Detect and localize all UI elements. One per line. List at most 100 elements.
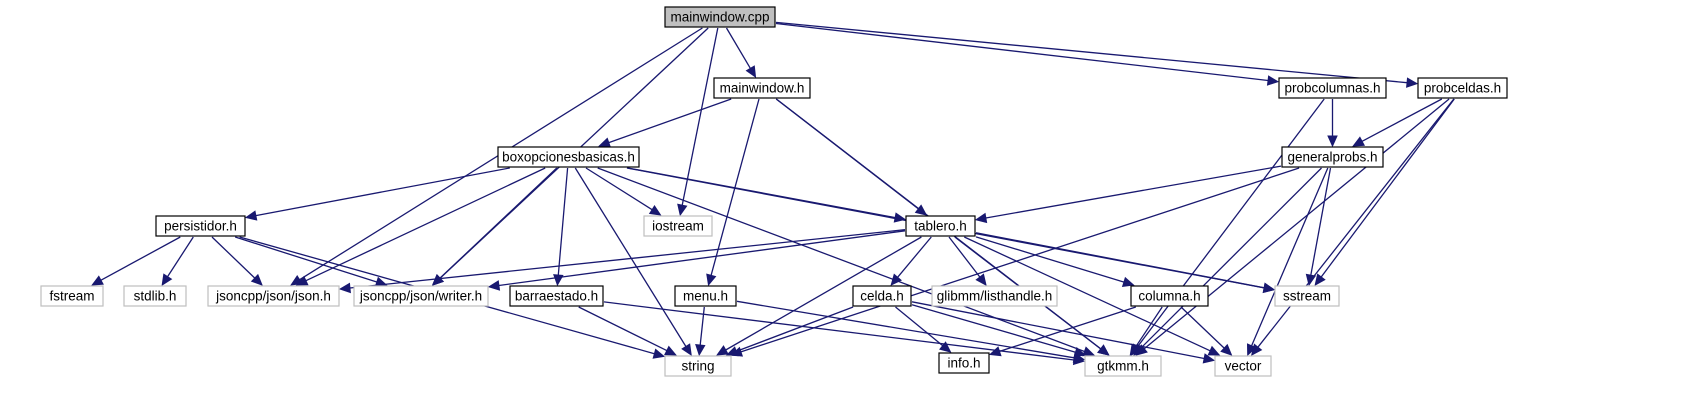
edge-boxopcionesbasicas_h-to-gtkmm_h (597, 167, 1095, 357)
arrowhead-icon (338, 282, 351, 294)
node-label: vector (1225, 359, 1262, 374)
edge-line (211, 236, 256, 279)
edge-line (498, 230, 906, 287)
arrowhead-icon (1246, 343, 1257, 357)
arrowhead-icon (652, 348, 666, 359)
node-box (353, 285, 489, 307)
edge-line (897, 236, 932, 278)
edge-tablero_h-to-vector (964, 236, 1221, 356)
node-box (1274, 285, 1340, 307)
edge-line (911, 301, 1205, 360)
edge-celda_h-to-vector (911, 301, 1216, 364)
edge-line (975, 236, 1125, 283)
node-label: jsoncpp/json/json.h (215, 289, 331, 304)
node-box (40, 285, 104, 307)
node-probceldas-h[interactable]: probceldas.h (1417, 77, 1508, 99)
arrowhead-icon (648, 204, 662, 216)
node-label: string (681, 359, 714, 374)
edge-generalprobs_h-to-gtkmm_h (1133, 167, 1322, 356)
node-boxopcionesbasicas-h[interactable]: boxopcionesbasicas.h (497, 146, 640, 168)
edge-mainwindow_cpp-to-iostream (677, 27, 719, 217)
node-celda-h[interactable]: celda.h (852, 285, 912, 307)
edge-persistidor_h-to-json_h (211, 236, 263, 286)
edge-persistidor_h-to-fstream (91, 236, 181, 286)
node-label: fstream (49, 289, 94, 304)
node-label: probcolumnas.h (1284, 81, 1380, 96)
edge-mainwindow_h-to-menu_h (706, 98, 760, 287)
edge-tablero_h-to-json_h (338, 229, 906, 294)
node-box (509, 285, 604, 307)
arrowhead-icon (681, 343, 692, 357)
arrowhead-icon (1262, 282, 1276, 293)
edge-line (439, 167, 558, 279)
arrowhead-icon (250, 273, 263, 286)
edge-line (736, 306, 854, 353)
node-info-h[interactable]: info.h (938, 352, 990, 374)
node-probcolumnas-h[interactable]: probcolumnas.h (1278, 77, 1387, 99)
edge-tablero_h-to-sstream (975, 232, 1276, 293)
node-string: string (664, 355, 732, 377)
node-mainwindow-cpp[interactable]: mainwindow.cpp (664, 6, 776, 28)
arrowhead-icon (1082, 346, 1095, 357)
node-persistidor-h[interactable]: persistidor.h (155, 215, 246, 237)
node-columna-h[interactable]: columna.h (1130, 285, 1209, 307)
edge-line (725, 27, 751, 69)
arrowhead-icon (1202, 353, 1216, 364)
edge-line (964, 236, 1211, 352)
edge-line (740, 167, 1300, 353)
edge-line (985, 165, 1282, 219)
edge-line (775, 21, 1408, 84)
node-label: info.h (947, 356, 980, 371)
arrowhead-icon (664, 345, 677, 356)
node-label: gtkmm.h (1097, 359, 1149, 374)
arrowhead-icon (1266, 75, 1280, 86)
node-barraestado-h[interactable]: barraestado.h (509, 285, 604, 307)
node-box (852, 285, 912, 307)
edge-probcolumnas_h-to-gtkmm_h (1130, 98, 1325, 356)
node-menu-h[interactable]: menu.h (674, 285, 737, 307)
node-label: stdlib.h (134, 289, 177, 304)
edge-celda_h-to-string (725, 306, 854, 357)
edge-line (975, 232, 1265, 289)
edge-boxopcionesbasicas_h-to-json_h (295, 167, 546, 286)
arrowhead-icon (706, 273, 717, 287)
node-label: iostream (652, 219, 704, 234)
node-box (1417, 77, 1508, 99)
node-box (931, 285, 1058, 307)
edge-line (1143, 98, 1450, 350)
node-sstream: sstream (1274, 285, 1340, 307)
node-vector: vector (1214, 355, 1272, 377)
edge-boxopcionesbasicas_h-to-persistidor_h (244, 167, 510, 221)
node-label: mainwindow.h (720, 81, 805, 96)
edge-line (255, 167, 510, 217)
node-tablero-h[interactable]: tablero.h (905, 215, 976, 237)
edge-tablero_h-to-celda_h (890, 236, 932, 286)
edge-line (1135, 306, 1163, 348)
arrowhead-icon (1327, 135, 1338, 148)
arrowhead-icon (161, 273, 173, 287)
node-fstream: fstream (40, 285, 104, 307)
node-label: generalprobs.h (1287, 150, 1377, 165)
arrowhead-icon (1352, 136, 1366, 147)
edge-line (1310, 167, 1332, 276)
node-mainwindow-h[interactable]: mainwindow.h (713, 77, 811, 99)
edge-probceldas_h-to-sstream (1314, 98, 1455, 286)
edge-line (608, 98, 732, 144)
arrowhead-icon (974, 212, 988, 224)
edge-columna_h-to-vector (1180, 306, 1233, 356)
edge-line (681, 27, 719, 206)
edge-generalprobs_h-to-tablero_h (974, 165, 1282, 224)
edge-menu_h-to-string (695, 306, 706, 357)
edge-line (736, 300, 1075, 359)
arrowhead-icon (1406, 77, 1419, 88)
edge-boxopcionesbasicas_h-to-barraestado_h (553, 167, 569, 287)
edge-line (699, 306, 705, 346)
node-box (643, 215, 713, 237)
node-label: celda.h (860, 289, 904, 304)
node-generalprobs-h[interactable]: generalprobs.h (1281, 146, 1384, 168)
arrowhead-icon (677, 203, 688, 217)
arrowhead-icon (91, 275, 104, 286)
node-box (155, 215, 246, 237)
arrowhead-icon (1073, 347, 1087, 358)
edge-celda_h-to-info_h (895, 306, 952, 353)
